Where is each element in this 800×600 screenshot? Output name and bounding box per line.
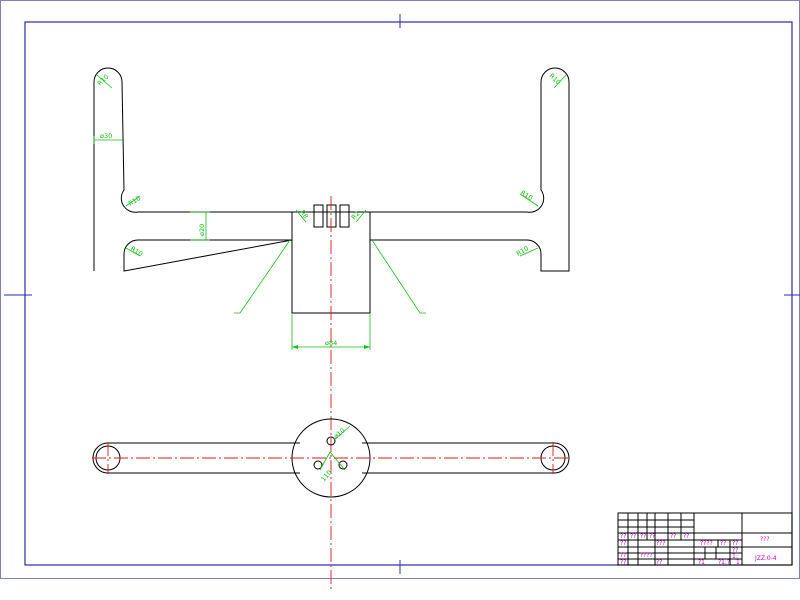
- hole-top: [326, 436, 336, 446]
- cell-15: ??: [656, 559, 662, 566]
- dim-hub-left-radius: R8: [298, 209, 310, 221]
- cell-10: ??: [732, 540, 738, 547]
- cell-3: ??: [640, 533, 646, 540]
- cell-14: ??: [620, 559, 626, 566]
- hole-left: [313, 460, 323, 470]
- dim-top-right-radius: R10: [548, 72, 563, 87]
- cell-8: ????: [700, 540, 713, 547]
- dim-right-inner-lower: R10: [515, 244, 530, 257]
- slot-3: [339, 204, 350, 228]
- cell-6: ??: [683, 533, 689, 540]
- cell-11: ??: [620, 540, 626, 547]
- dim-left-width: ø30: [100, 132, 112, 140]
- title-block: ??? JZZ.0-4 ?? ?? ?? ?? ?? ?? ??? ???? ?…: [617, 512, 793, 566]
- title-block-title: ???: [760, 536, 770, 543]
- title-block-drawing-number: JZZ.0-4: [754, 555, 777, 562]
- part-outline: [93, 67, 570, 314]
- dim-hub-right-radius: R2: [350, 210, 362, 222]
- cell-18: ?1: [698, 559, 705, 566]
- dim-hub-width: ø84: [325, 339, 337, 347]
- cell-4: ??: [649, 533, 655, 540]
- dimension-lines: [93, 74, 567, 350]
- cell-5: ??: [670, 533, 676, 540]
- hole-right: [338, 460, 348, 470]
- cell-7: ???: [656, 540, 666, 547]
- top-view: ø10 110: [92, 418, 570, 498]
- dim-arm-height: ø20: [198, 224, 206, 236]
- handle-right: [362, 442, 570, 474]
- dim-right-inner-upper: R10: [519, 189, 534, 202]
- cell-16: ??: [732, 547, 738, 554]
- cell-2: ??: [630, 533, 636, 540]
- slot-2: [326, 204, 337, 228]
- slot-1: [313, 204, 324, 228]
- dim-hole-diameter: ø10: [332, 427, 347, 441]
- dim-left-inner-lower: R10: [129, 245, 144, 258]
- cell-17: 1:: [732, 553, 738, 560]
- cell-9: ??: [720, 540, 726, 547]
- cell-12: ??: [620, 552, 626, 559]
- outer-frame: [0, 0, 800, 579]
- cell-13: ????: [640, 552, 653, 559]
- inner-border: [24, 21, 793, 566]
- cell-19: ?1.?: [718, 559, 730, 566]
- cell-20: 1: [736, 559, 740, 566]
- front-view: R10 R10 ø30 R10 R10 R10 R10 ø20 R8 R2 ø8…: [93, 67, 570, 590]
- cell-1: ??: [620, 533, 626, 540]
